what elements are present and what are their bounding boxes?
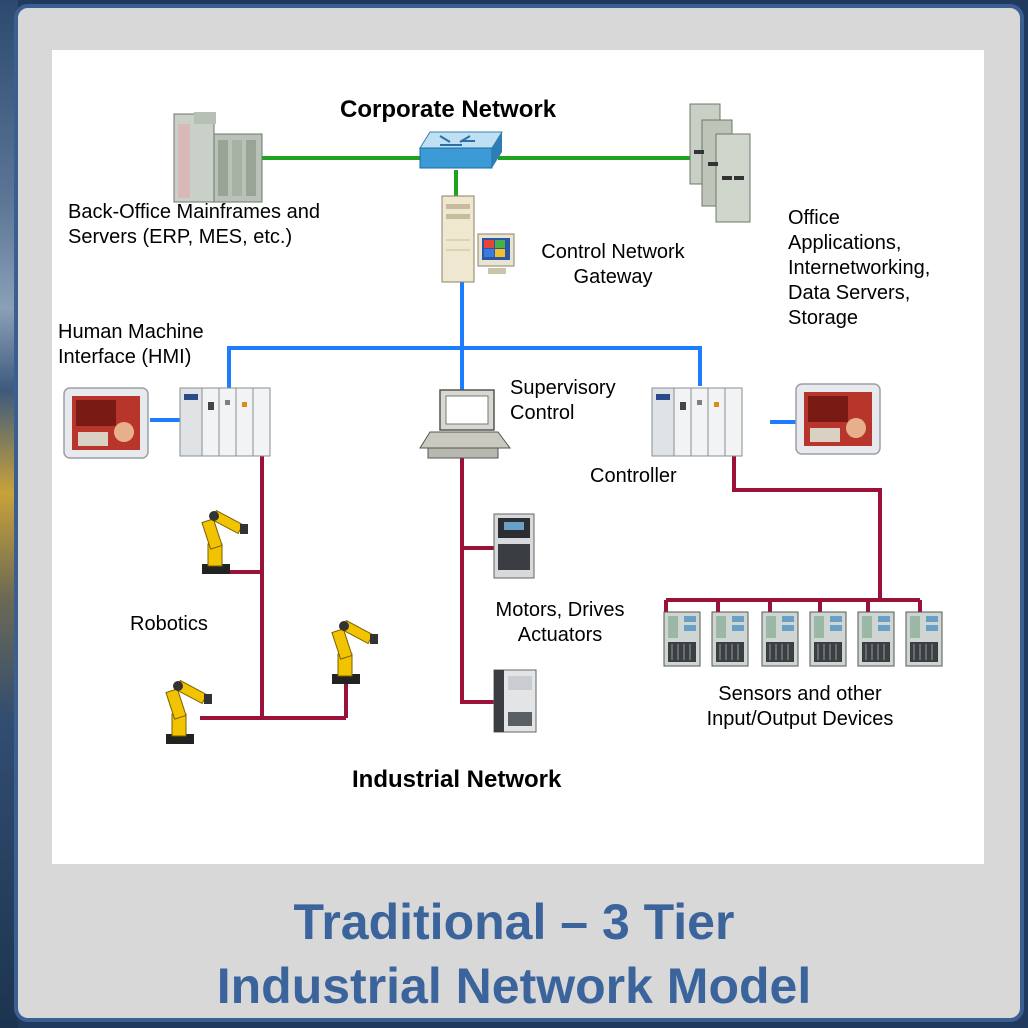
plc-rack-icon bbox=[651, 387, 743, 457]
io-module-icon bbox=[663, 611, 701, 667]
io-module-icon bbox=[761, 611, 799, 667]
gateway-label: Control Network Gateway bbox=[541, 241, 685, 288]
controller-label: Controller bbox=[590, 465, 677, 487]
robot-arm-icon bbox=[201, 510, 249, 575]
caption-line-2: Industrial Network Model bbox=[216, 958, 812, 1014]
sensors-io-label: Sensors and other Input/Output Devices bbox=[706, 683, 894, 730]
control-links bbox=[150, 282, 796, 424]
robotics-label: Robotics bbox=[130, 613, 208, 635]
hmi-panel-icon bbox=[63, 387, 149, 459]
robot-arm-icon bbox=[165, 680, 213, 745]
back-office-label: Back-Office Mainframes and Servers (ERP,… bbox=[68, 201, 320, 248]
corporate-network-label: Corporate Network bbox=[340, 96, 557, 123]
caption-line-1: Traditional – 3 Tier bbox=[293, 894, 735, 950]
hmi-panel-icon bbox=[795, 383, 881, 455]
server-rack-icon bbox=[173, 112, 263, 203]
plc-rack-icon bbox=[179, 387, 271, 457]
computer-icon bbox=[419, 389, 511, 459]
industrial-network-label: Industrial Network bbox=[352, 766, 562, 793]
io-module-icon bbox=[711, 611, 749, 667]
office-applications-label: Office Applications, Internetworking, Da… bbox=[788, 207, 931, 329]
industrial-links bbox=[200, 456, 922, 720]
corporate-links bbox=[262, 156, 694, 196]
motor-drive-icon bbox=[493, 513, 535, 579]
io-module-icon bbox=[857, 611, 895, 667]
hmi-label: Human Machine Interface (HMI) bbox=[58, 321, 204, 368]
background-strip bbox=[0, 0, 18, 1028]
network-switch-icon bbox=[419, 131, 503, 169]
gateway-pc-icon bbox=[441, 195, 515, 283]
io-module-icon bbox=[809, 611, 847, 667]
server-tower-icon bbox=[689, 103, 751, 223]
motors-drives-label: Motors, Drives Actuators bbox=[495, 599, 625, 646]
supervisory-control-label: Supervisory Control bbox=[510, 377, 616, 424]
io-module-icon bbox=[905, 611, 943, 667]
robot-arm-icon bbox=[331, 620, 379, 685]
motor-drive-icon bbox=[493, 669, 537, 733]
